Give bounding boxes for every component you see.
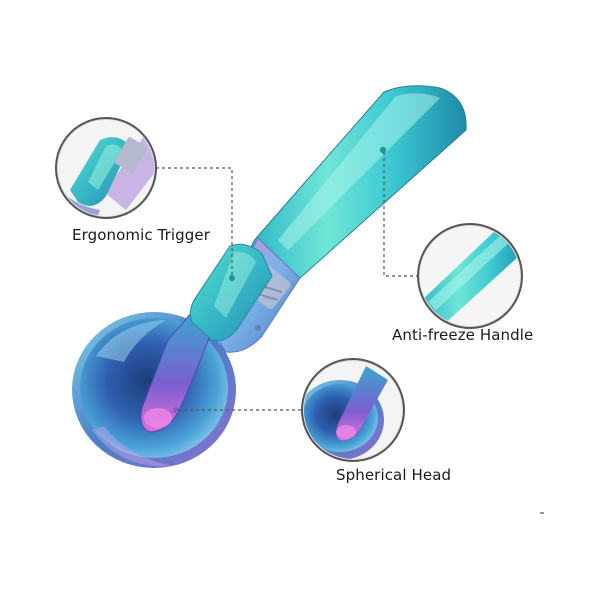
label-spherical-head: Spherical Head xyxy=(336,466,452,484)
label-anti-freeze-handle: Anti-freeze Handle xyxy=(392,326,534,344)
connector-trigger xyxy=(156,167,233,276)
callout-connectors xyxy=(156,152,420,411)
zoom-bubble-trigger xyxy=(55,117,157,219)
scoop-trigger xyxy=(189,243,273,342)
scoop-main xyxy=(72,85,467,468)
handle-marker-dot xyxy=(379,146,387,154)
zoom-bubble-head xyxy=(301,358,405,462)
zoom-bubble-handle xyxy=(417,223,523,329)
head-marker-dot xyxy=(173,407,179,413)
label-ergonomic-trigger: Ergonomic Trigger xyxy=(72,226,210,244)
scoop-blade xyxy=(140,311,213,433)
trigger-marker-dot xyxy=(229,275,235,281)
